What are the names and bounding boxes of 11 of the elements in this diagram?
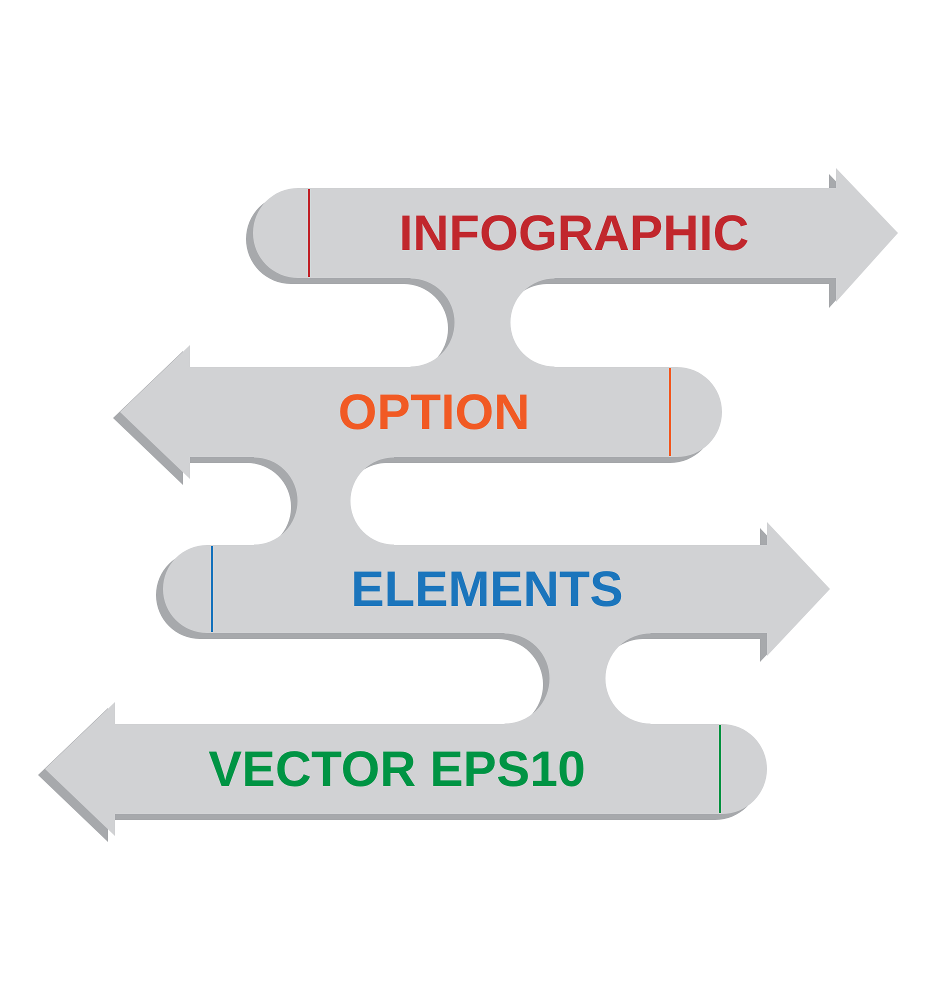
band-label: OPTION <box>338 387 530 437</box>
band-label: VECTOR EPS10 <box>208 744 586 794</box>
connector-bridge <box>254 456 394 546</box>
band-label: INFOGRAPHIC <box>399 208 749 258</box>
connector-bridge <box>504 632 651 724</box>
arrow-band <box>253 168 898 302</box>
band-label: ELEMENTS <box>350 564 624 614</box>
connector-bridge <box>410 278 555 368</box>
arrow-band <box>163 522 830 656</box>
arrow-band <box>45 702 767 836</box>
arrow-band <box>120 345 722 479</box>
